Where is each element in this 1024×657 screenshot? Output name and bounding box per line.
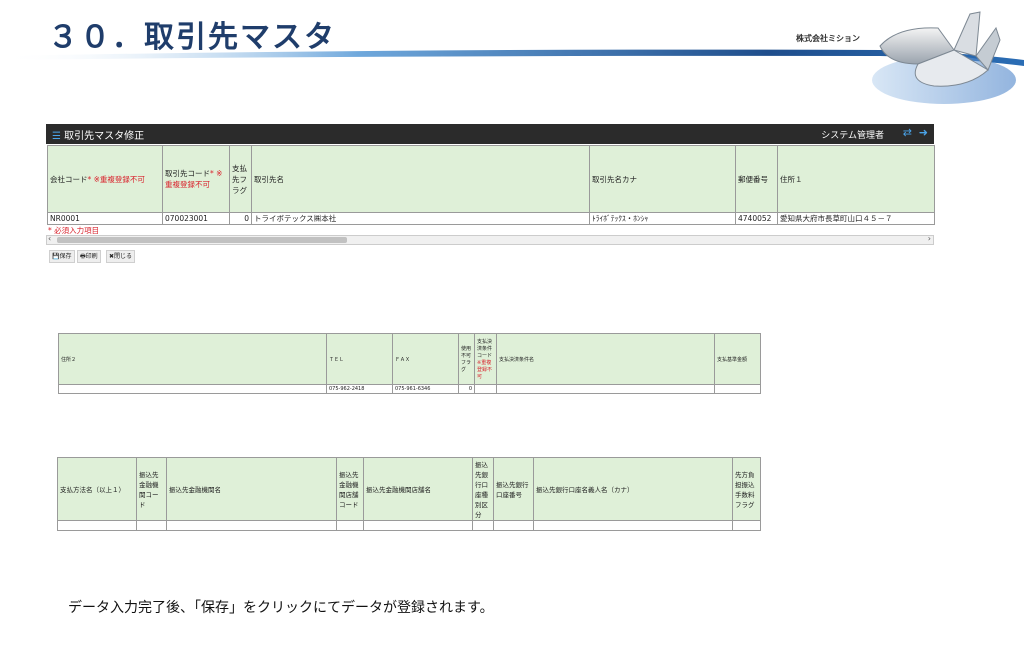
print-button[interactable]: 🖶印刷 <box>77 250 101 263</box>
scroll-thumb[interactable] <box>57 237 347 243</box>
address1-cell[interactable]: 愛知県大府市長草町山口４５－７ <box>777 212 935 225</box>
switch-icon[interactable]: ⇄ <box>902 126 912 139</box>
header-vendor-name: 取引先名 <box>251 145 590 213</box>
header-account-type: 振込先銀行口座種別区分 <box>472 457 494 521</box>
vendor-kana-cell[interactable]: ﾄﾗｲﾎﾞﾃｯｸｽ・ﾎﾝｼｬ <box>589 212 736 225</box>
bank-name-cell[interactable] <box>166 520 337 531</box>
header-account-number: 振込先銀行口座番号 <box>493 457 534 521</box>
scroll-right-icon[interactable]: › <box>927 234 931 243</box>
header-bank-code: 振込先金融機関コード <box>136 457 167 521</box>
header-payment-term-name: 支払決済条件名 <box>496 333 715 385</box>
payment-base-amount-cell[interactable] <box>714 384 761 394</box>
horizontal-scrollbar[interactable]: ‹ › <box>46 234 934 245</box>
account-type-cell[interactable] <box>472 520 494 531</box>
header-swoosh <box>0 49 1024 66</box>
company-logo <box>872 11 1016 104</box>
save-button[interactable]: 💾保存 <box>49 250 75 263</box>
header-branch-code: 振込先金融機関店舗コード <box>336 457 364 521</box>
header-disabled-flag: 使用不可フラグ <box>458 333 475 385</box>
header-vendor-kana: 取引先名カナ <box>589 145 736 213</box>
panel-header-bar: ☰ 取引先マスタ修正 システム管理者 ⇄ ➜ <box>46 124 934 144</box>
vendor-table-2: 住所２ ＴＥＬ ＦＡＸ 使用不可フラグ 支払決済条件コード※重複登録不可 支払決… <box>58 333 761 394</box>
header-payee-flag: 支払先フラグ <box>229 145 252 213</box>
slide-title: ３０．取引先マスタ <box>48 20 336 55</box>
header-address1: 住所１ <box>777 145 935 213</box>
vendor-name-cell[interactable]: トライボテックス㈱本社 <box>251 212 590 225</box>
branch-code-cell[interactable] <box>336 520 364 531</box>
panel-title: ☰ 取引先マスタ修正 <box>52 131 145 142</box>
payee-flag-cell[interactable]: 0 <box>229 212 252 225</box>
header-account-holder-kana: 振込先銀行口座名義人名（カナ） <box>533 457 733 521</box>
account-holder-kana-cell[interactable] <box>533 520 733 531</box>
list-icon: ☰ <box>52 131 61 142</box>
header-bank-name: 振込先金融機関名 <box>166 457 337 521</box>
company-code-cell[interactable]: NR0001 <box>47 212 163 225</box>
header-payment-term-code: 支払決済条件コード※重複登録不可 <box>474 333 497 385</box>
close-icon: ✖ <box>109 253 115 260</box>
disabled-flag-cell[interactable]: 0 <box>458 384 475 394</box>
fax-cell[interactable]: 075-961-6346 <box>392 384 459 394</box>
required-note: * 必須入力項目 <box>48 226 100 235</box>
address2-cell[interactable] <box>58 384 327 394</box>
table-row: 075-962-2418 075-961-6346 0 <box>58 384 761 394</box>
header-fee-flag: 先方負担振込手数料フラグ <box>732 457 761 521</box>
header-fax: ＦＡＸ <box>392 333 459 385</box>
current-user: システム管理者 <box>821 131 884 141</box>
tel-cell[interactable]: 075-962-2418 <box>326 384 393 394</box>
table-row: NR0001 070023001 0 トライボテックス㈱本社 ﾄﾗｲﾎﾞﾃｯｸｽ… <box>47 212 935 225</box>
save-icon: 💾 <box>52 253 60 260</box>
instruction-caption: データ入力完了後、「保存」をクリックにてデータが登録されます。 <box>68 600 494 616</box>
header-vendor-code: 取引先コード* ※重複登録不可 <box>162 145 230 213</box>
vendor-table-1: 会社コード* ※重複登録不可 取引先コード* ※重複登録不可 支払先フラグ 取引… <box>47 145 935 225</box>
company-name: 株式会社ミション <box>796 34 860 43</box>
bank-code-cell[interactable] <box>136 520 167 531</box>
scroll-left-icon[interactable]: ‹ <box>48 234 52 243</box>
payment-term-code-cell[interactable] <box>474 384 497 394</box>
header-company-code: 会社コード* ※重複登録不可 <box>47 145 163 213</box>
header-address2: 住所２ <box>58 333 327 385</box>
header-branch-name: 振込先金融機関店舗名 <box>363 457 473 521</box>
header-payment-base-amount: 支払基準金額 <box>714 333 761 385</box>
logout-icon[interactable]: ➜ <box>918 126 928 139</box>
header-postal-code: 郵便番号 <box>735 145 778 213</box>
account-number-cell[interactable] <box>493 520 534 531</box>
close-button[interactable]: ✖閉じる <box>106 250 136 263</box>
vendor-table-3: 支払方法名（以上１） 振込先金融機関コード 振込先金融機関名 振込先金融機関店舗… <box>57 457 761 531</box>
payment-method-cell[interactable] <box>57 520 137 531</box>
postal-code-cell[interactable]: 4740052 <box>735 212 778 225</box>
header-payment-method: 支払方法名（以上１） <box>57 457 137 521</box>
fee-flag-cell[interactable] <box>732 520 761 531</box>
payment-term-name-cell[interactable] <box>496 384 715 394</box>
print-icon: 🖶 <box>80 253 86 260</box>
table-row <box>57 520 761 531</box>
branch-name-cell[interactable] <box>363 520 473 531</box>
header-tel: ＴＥＬ <box>326 333 393 385</box>
vendor-code-cell[interactable]: 070023001 <box>162 212 230 225</box>
